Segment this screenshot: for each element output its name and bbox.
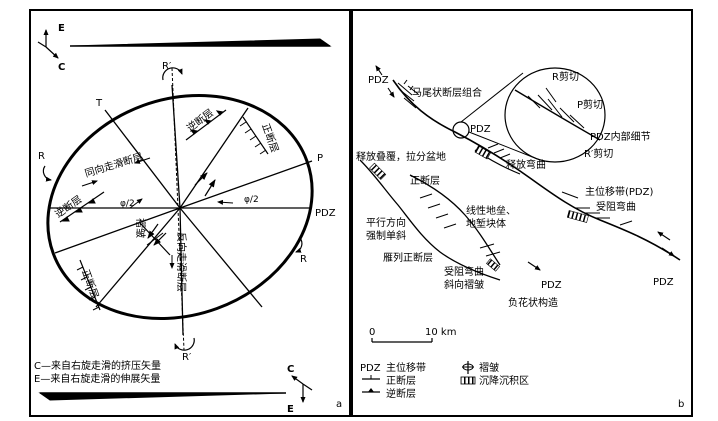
restraining-bend-low-2: 斜向褶皱: [444, 278, 484, 291]
phi-right-label: φ/2: [244, 195, 259, 205]
horsetail-faults: [397, 79, 419, 109]
scale-ten: 10 km: [425, 327, 456, 338]
horsetail-label: 马尾状断层组合: [412, 86, 482, 99]
antithetic-strike-slip-label: 反向走滑断层: [175, 232, 188, 292]
basin-pattern-1: [474, 145, 491, 160]
scale-bar: [371, 338, 433, 343]
release-bend-label: 释放弯曲: [506, 158, 546, 171]
bottom-compass-icon: [291, 375, 313, 403]
pdz-top-left-label: PDZ: [368, 75, 389, 86]
r-left-label: R: [38, 151, 45, 162]
normal-fault-upper-label: 正断层: [259, 122, 281, 155]
r-prime-bottom-label: R′: [182, 352, 192, 363]
legend-pdz-text: 主位移带: [386, 361, 426, 374]
panel-a: E C R′ R′ T P PDZ R R: [34, 23, 342, 415]
fold-symbol-icon: [462, 361, 474, 374]
r-prime-shear-label: R′剪切: [584, 147, 613, 160]
r-shear-label: R剪切: [552, 70, 579, 83]
panel-a-letter: a: [336, 399, 342, 410]
basin-pattern-2: [566, 210, 589, 223]
top-right-half-arrow-icon: [69, 38, 332, 47]
basin-pattern-4: [486, 258, 500, 272]
r-right-label: R: [300, 254, 307, 265]
negative-flower-label: 负花状构造: [508, 296, 558, 309]
detail-large-circle: [504, 67, 606, 163]
strain-ellipse: [46, 94, 314, 320]
panel-b-letter: b: [678, 399, 684, 410]
parallel-monocline-2: 强制单斜: [366, 229, 406, 242]
pdz-detail-label: PDZ内部细节: [590, 130, 651, 143]
pdz-label-a: PDZ: [315, 208, 336, 219]
en-echelon-faults: [419, 143, 633, 257]
normal-fault-symbol-icon: [362, 375, 380, 380]
legend-reverse-fault: 逆断层: [386, 387, 416, 400]
main-displacement-label: 主位移带(PDZ): [585, 185, 653, 198]
secondary-trace-2: [409, 174, 501, 266]
synthetic-strike-slip-label: 同向走滑断层: [83, 150, 144, 180]
secondary-trace-1: [359, 159, 501, 281]
panel-b-frame: [351, 9, 693, 417]
release-overstep-label: 释放叠覆，拉分盆地: [356, 150, 446, 163]
reverse-fault-symbol-icon: [362, 388, 380, 393]
linear-horst-1: 线性地垒、: [466, 204, 516, 217]
linear-horst-2: 地堑块体: [466, 217, 506, 230]
top-c-label: C: [58, 62, 65, 73]
basin-symbol-icon: [460, 376, 476, 385]
normal-fault-lower-label: 正断层: [79, 268, 101, 301]
r-prime-top-label: R′: [162, 61, 172, 72]
restraining-bend-right-label: 受阻弯曲: [596, 200, 636, 213]
r-prime-axis: [171, 67, 185, 351]
parallel-monocline-1: 平行方向: [366, 216, 406, 229]
basin-pattern-3: [369, 162, 387, 180]
bottom-left-half-arrow-icon: [38, 392, 287, 401]
normal-fault-b-label: 正断层: [410, 174, 440, 187]
legend-pdz-code: PDZ: [360, 363, 381, 374]
legend-c: C—来自右旋走滑的挤压矢量: [34, 359, 161, 372]
phi-left-label: φ/2: [120, 199, 135, 209]
bottom-c-label: C: [287, 364, 294, 375]
legend-fold: 褶皱: [479, 361, 499, 374]
p-label: P: [317, 153, 323, 164]
bottom-e-label: E: [287, 404, 294, 415]
panel-a-frame: [29, 9, 351, 417]
pdz-circle-label: PDZ: [470, 124, 491, 135]
legend-basin: 沉降沉积区: [479, 374, 529, 387]
main-pdz-trace: [392, 79, 681, 261]
en-echelon-normal-label: 雁列正断层: [383, 251, 433, 264]
restraining-bend-low-1: 受阻弯曲: [444, 265, 484, 278]
pdz-mid-label: PDZ: [541, 280, 562, 291]
panel-b: PDZ 马尾状断层组合 R剪切 P剪切 PDZ PDZ内部细节 R′剪切 释放叠…: [356, 65, 684, 410]
top-compass-icon: [37, 29, 59, 59]
top-e-label: E: [58, 23, 65, 34]
p-shear-label: P剪切: [577, 98, 603, 111]
legend-e: E—来自右旋走滑的伸展矢量: [34, 372, 160, 385]
t-label: T: [95, 98, 103, 109]
scale-zero: 0: [369, 327, 375, 338]
legend-normal-fault: 正断层: [386, 374, 416, 387]
fold-label: 褶皱: [134, 218, 147, 238]
pdz-right-label: PDZ: [653, 277, 674, 288]
